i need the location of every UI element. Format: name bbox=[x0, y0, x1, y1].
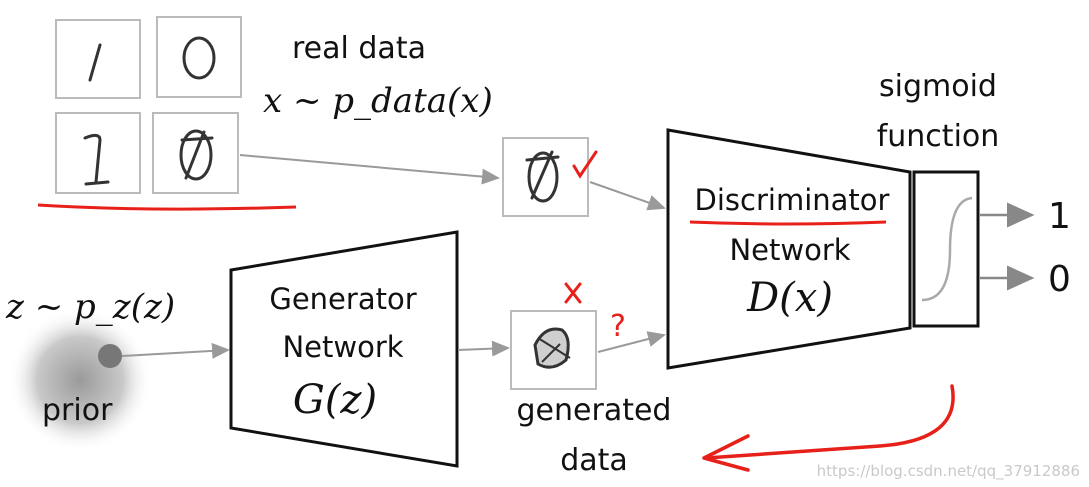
arrow-real-to-sample bbox=[239, 154, 500, 185]
prior-label: prior bbox=[42, 393, 113, 428]
watermark: https://blog.csdn.net/qq_37912886 bbox=[817, 462, 1080, 481]
generated-label-2: data bbox=[560, 443, 628, 478]
selected-digit-zero bbox=[527, 151, 559, 203]
real-data-samples bbox=[55, 16, 242, 194]
arrow-generated-to-discriminator bbox=[597, 331, 666, 353]
arrow-prior-to-generator bbox=[121, 342, 230, 359]
question-mark-icon: ? bbox=[610, 309, 626, 344]
selected-real-sample bbox=[502, 137, 589, 217]
real-data-label: real data bbox=[292, 31, 426, 66]
cross-mark-icon bbox=[564, 282, 582, 304]
sample-cell bbox=[55, 19, 141, 99]
red-underline-samples bbox=[37, 203, 297, 211]
sigmoid-curve-icon bbox=[921, 196, 973, 302]
digit-one bbox=[83, 133, 110, 186]
arrow-sample-to-discriminator bbox=[589, 181, 666, 211]
generated-scribble bbox=[537, 337, 571, 363]
sigmoid-label: sigmoid bbox=[879, 69, 997, 104]
digit-one-slash bbox=[88, 43, 102, 82]
arrow-generator-to-sample bbox=[457, 340, 510, 357]
generated-label: generated bbox=[517, 393, 672, 428]
generator-network bbox=[229, 230, 459, 468]
check-mark-icon bbox=[572, 150, 598, 179]
generated-blob bbox=[533, 327, 570, 369]
discriminator-title: Discriminator bbox=[695, 183, 890, 217]
output-zero: 0 bbox=[1048, 259, 1071, 300]
output-one: 1 bbox=[1048, 196, 1071, 237]
digit-zero bbox=[182, 36, 216, 80]
discriminator-network bbox=[666, 128, 912, 370]
red-underline-discriminator bbox=[689, 220, 887, 226]
generator-subtitle: Network bbox=[282, 330, 403, 364]
generator-title: Generator bbox=[269, 282, 416, 316]
sample-cell bbox=[156, 16, 242, 98]
red-feedback-arrow bbox=[704, 384, 955, 460]
digit-zero-slashed bbox=[179, 129, 213, 181]
prior-formula: z ~ p_z(z) bbox=[5, 287, 175, 327]
digit-zero-stroke bbox=[180, 130, 214, 180]
prior-glow bbox=[8, 308, 152, 452]
discriminator-subtitle: Network bbox=[729, 233, 850, 267]
sigmoid-box bbox=[912, 170, 980, 328]
selected-digit-stroke bbox=[525, 150, 560, 200]
red-feedback-arrowhead-icon bbox=[702, 434, 750, 472]
real-data-formula: x ~ p_data(x) bbox=[263, 81, 493, 121]
generator-formula: G(z) bbox=[293, 377, 377, 423]
prior-point bbox=[98, 344, 122, 368]
sigmoid-label-2: function bbox=[877, 119, 1000, 154]
discriminator-formula: D(x) bbox=[746, 275, 833, 321]
